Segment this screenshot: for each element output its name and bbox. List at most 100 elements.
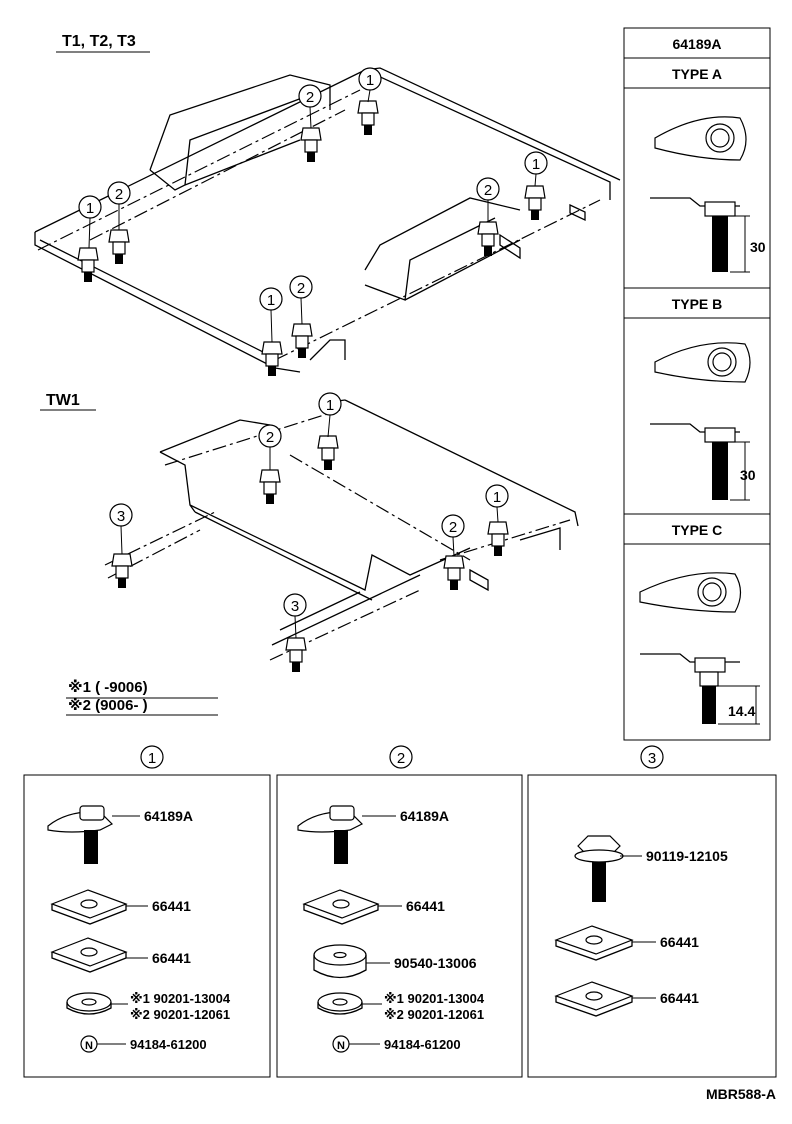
box-2-washer — [317, 992, 382, 1015]
top-fastener-2a — [108, 229, 130, 265]
top-fastener-1d — [261, 341, 283, 377]
callout-1-top-c: 1 — [524, 151, 548, 187]
type-table-header: 64189A — [672, 36, 721, 52]
tw1-fastener-1b — [487, 521, 509, 557]
tw1-fastener-1a — [317, 435, 339, 471]
callout-2-tw1-b: 2 — [441, 514, 465, 557]
type-b-bolt-side-view — [650, 423, 750, 501]
top-fastener-2b — [300, 127, 322, 163]
box-1-clip-bolt — [47, 805, 140, 864]
svg-text:N: N — [337, 1040, 345, 1052]
callout-2-top-b: 2 — [298, 84, 322, 129]
callout-1-tw1-a: 1 — [318, 392, 342, 438]
type-a-bolt-side-view — [650, 197, 750, 273]
top-fastener-2d — [291, 323, 313, 359]
top-fastener-1c — [524, 185, 546, 221]
svg-text:1: 1 — [493, 489, 501, 506]
type-b-dimension: 30 — [740, 467, 756, 483]
box-3-number: 3 — [640, 745, 664, 769]
box-3-frame — [527, 774, 777, 1078]
type-a-label: TYPE A — [672, 66, 722, 82]
box-3-plate-1 — [554, 925, 656, 961]
callout-1-top-b: 1 — [358, 67, 382, 103]
box-2-part-2: 66441 — [406, 898, 445, 914]
top-frame-drawing — [34, 67, 621, 373]
svg-text:3: 3 — [117, 508, 125, 525]
callout-3-tw1-b: 3 — [283, 593, 307, 639]
bottom-variant-label: TW1 — [46, 392, 80, 409]
svg-text:1: 1 — [366, 72, 374, 89]
svg-text:2: 2 — [306, 89, 314, 106]
callout-2-tw1-a: 2 — [258, 424, 282, 470]
top-fastener-2c — [477, 221, 499, 257]
tw1-frame-drawing — [104, 399, 579, 661]
box-1-number: 1 — [140, 745, 164, 769]
note-1: ※1 ( -9006) — [68, 678, 148, 696]
box-1-part-1: 64189A — [144, 808, 193, 824]
svg-text:2: 2 — [266, 429, 274, 446]
box-1-part-4a: ※1 90201-13004 — [130, 991, 231, 1006]
callout-2-top-c: 2 — [476, 177, 500, 222]
svg-text:1: 1 — [148, 750, 156, 767]
box-3-plate-2 — [554, 981, 656, 1017]
box-2-part-4a: ※1 90201-13004 — [384, 991, 485, 1006]
callout-2-top-d: 2 — [289, 275, 313, 325]
callout-3-tw1-a: 3 — [109, 503, 133, 555]
tw1-fastener-2b — [443, 555, 465, 591]
callout-2-top-a: 2 — [107, 181, 131, 230]
svg-text:2: 2 — [397, 750, 405, 767]
tw1-fastener-3a — [111, 553, 133, 589]
box-2-number: 2 — [389, 745, 413, 769]
box-1-part-2: 66441 — [152, 898, 191, 914]
box-1-part-3: 66441 — [152, 950, 191, 966]
type-a-clip-top-view — [654, 116, 747, 161]
box-2-part-5: 94184-61200 — [384, 1037, 461, 1052]
box-1-part-5: 94184-61200 — [130, 1037, 207, 1052]
box-2-frame — [276, 774, 523, 1078]
svg-text:2: 2 — [449, 519, 457, 536]
svg-text:1: 1 — [267, 292, 275, 309]
drawing-code: MBR588-A — [706, 1086, 776, 1102]
note-2: ※2 (9006- ) — [68, 696, 148, 714]
tw1-fastener-3b — [285, 637, 307, 673]
type-c-dimension: 14.4 — [728, 703, 755, 719]
box-2-n-symbol: N — [332, 1035, 380, 1053]
box-3-part-3: 66441 — [660, 990, 699, 1006]
type-b-clip-top-view — [654, 342, 751, 383]
type-c-label: TYPE C — [672, 522, 723, 538]
svg-text:3: 3 — [291, 598, 299, 615]
box-1-n-symbol: N — [80, 1035, 126, 1053]
svg-text:N: N — [85, 1040, 93, 1052]
box-2-part-1: 64189A — [400, 808, 449, 824]
box-2-plate — [302, 889, 402, 925]
top-fastener-1b — [357, 100, 379, 136]
box-2-cushion — [313, 944, 390, 979]
box-2-part-3: 90540-13006 — [394, 955, 477, 971]
box-1-part-4b: ※2 90201-12061 — [130, 1007, 230, 1022]
box-1-plate-2 — [50, 937, 148, 973]
top-fastener-1a — [77, 247, 99, 283]
box-3-part-2: 66441 — [660, 934, 699, 950]
box-3-hex-bolt — [574, 835, 642, 902]
callout-1-top-d: 1 — [259, 287, 283, 343]
type-b-label: TYPE B — [672, 296, 723, 312]
top-variants-label: T1, T2, T3 — [62, 33, 136, 50]
svg-text:2: 2 — [115, 186, 123, 203]
svg-text:3: 3 — [648, 750, 656, 767]
box-2-part-4b: ※2 90201-12061 — [384, 1007, 484, 1022]
box-3-part-1: 90119-12105 — [646, 848, 728, 864]
type-c-clip-top-view — [639, 572, 742, 613]
svg-text:2: 2 — [484, 182, 492, 199]
svg-text:1: 1 — [532, 156, 540, 173]
box-1-frame — [23, 774, 271, 1078]
type-c-bolt-side-view — [640, 653, 760, 725]
tw1-fastener-2a — [259, 469, 281, 505]
callout-1-top-a: 1 — [78, 195, 102, 249]
svg-text:1: 1 — [326, 397, 334, 414]
svg-text:1: 1 — [86, 200, 94, 217]
box-2-clip-bolt — [297, 805, 396, 864]
box-1-washer — [66, 992, 128, 1015]
box-1-plate-1 — [50, 889, 148, 925]
type-table — [623, 27, 771, 741]
